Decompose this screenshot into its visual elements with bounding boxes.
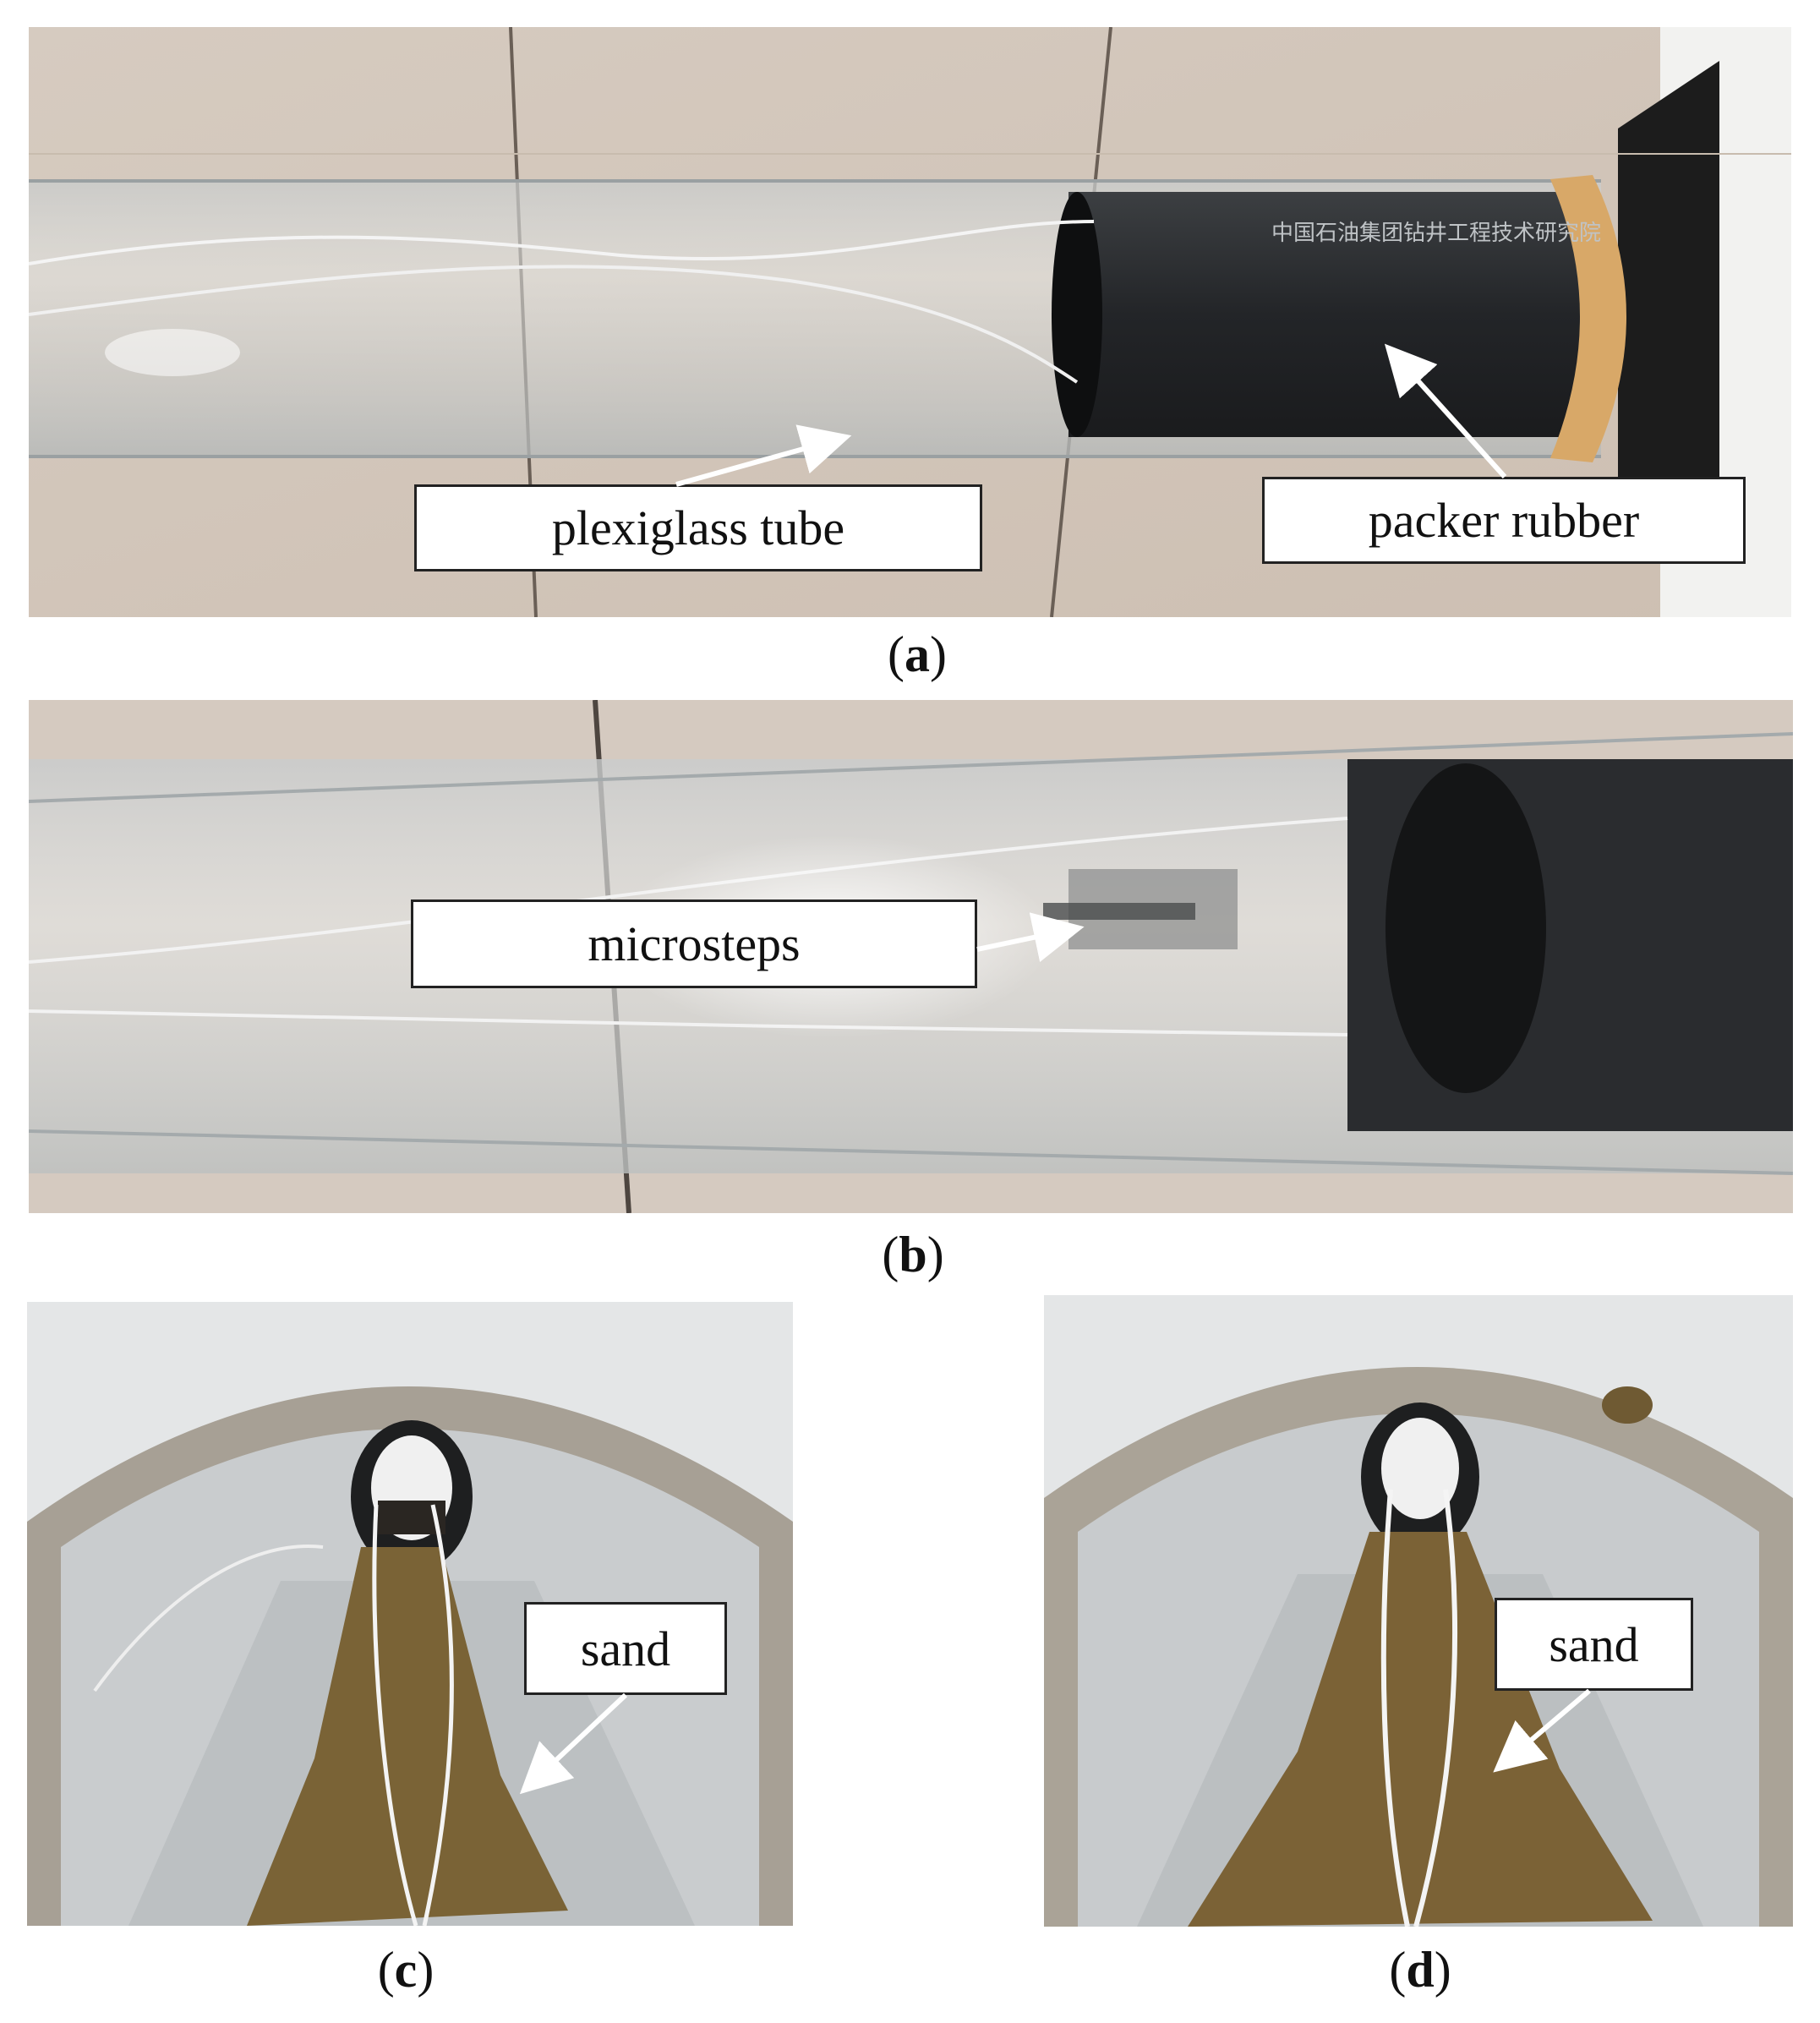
caption-d: (d) — [1389, 1942, 1451, 1998]
callout-microsteps: microsteps — [411, 899, 977, 988]
photo-panel-a: 中国石油集团钻井工程技术研究院 — [29, 27, 1791, 617]
caption-b-letter: b — [899, 1227, 927, 1282]
caption-a-letter: a — [905, 626, 930, 682]
photo-panel-c — [27, 1302, 793, 1926]
caption-a: (a) — [888, 626, 947, 682]
caption-c: (c) — [377, 1942, 435, 1998]
caption-d-letter: d — [1406, 1942, 1435, 1998]
callout-plexiglass-tube: plexiglass tube — [414, 484, 982, 571]
caption-b: (b) — [882, 1227, 944, 1282]
callout-sand-d: sand — [1495, 1598, 1693, 1691]
photo-panel-d — [1044, 1295, 1793, 1927]
callout-packer-rubber: packer rubber — [1262, 477, 1746, 564]
callout-sand-c: sand — [524, 1602, 727, 1695]
caption-c-letter: c — [394, 1942, 418, 1998]
rubber-stamp-text: 中国石油集团钻井工程技术研究院 — [1271, 221, 1601, 246]
